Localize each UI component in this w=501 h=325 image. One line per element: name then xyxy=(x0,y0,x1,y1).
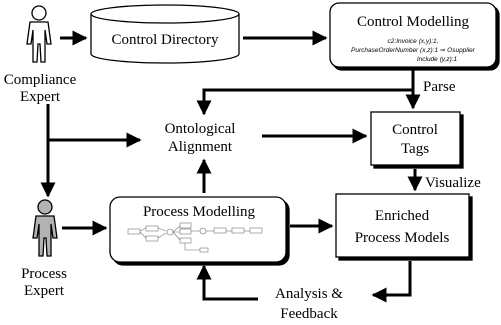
process-model-thumbnail xyxy=(127,222,263,253)
parse-label: Parse xyxy=(423,79,456,95)
compliance-expert-label-line1: Compliance xyxy=(4,72,77,88)
visualize-label: Visualize xyxy=(425,175,481,191)
control-directory-label: Control Directory xyxy=(111,32,219,48)
edge-enriched-to-analysis xyxy=(371,261,412,303)
control-tags-line1: Control xyxy=(392,122,438,138)
control-formula-line2: PurchaseOrderNumber (x,z):1 ⇒ Osupplier xyxy=(351,47,476,54)
process-expert-label-line1: Process xyxy=(21,266,67,282)
edge-analysis-to-process xyxy=(196,264,258,301)
connectors xyxy=(40,30,423,303)
analysis-feedback-line1: Analysis & xyxy=(275,286,343,302)
enriched-process-models-node xyxy=(335,193,470,258)
control-formula-line3: Include (y,z):1 xyxy=(417,56,458,63)
ontological-alignment-line2: Alignment xyxy=(168,139,233,155)
compliance-expert-label-line2: Expert xyxy=(20,89,61,105)
ontological-alignment-line1: Ontological xyxy=(165,121,236,137)
control-directory-node xyxy=(90,4,240,64)
enriched-models-line2: Process Models xyxy=(355,230,450,246)
edge-modelling-to-alignment xyxy=(196,88,413,116)
control-modelling-node xyxy=(329,2,497,68)
control-tags-node xyxy=(370,111,461,166)
control-formula-line1: c2:Invoice (x,y):1, xyxy=(388,38,439,45)
compliance-expert-actor-icon xyxy=(26,5,52,63)
control-modelling-title: Control Modelling xyxy=(357,14,470,30)
process-expert-label-line2: Expert xyxy=(24,283,65,299)
process-modelling-title: Process Modelling xyxy=(143,204,256,220)
control-tags-line2: Tags xyxy=(401,141,429,157)
analysis-feedback-line2: Feedback xyxy=(280,306,338,322)
process-expert-actor-icon xyxy=(32,199,58,257)
enriched-models-line1: Enriched xyxy=(375,208,430,224)
process-modelling-node xyxy=(109,196,287,263)
